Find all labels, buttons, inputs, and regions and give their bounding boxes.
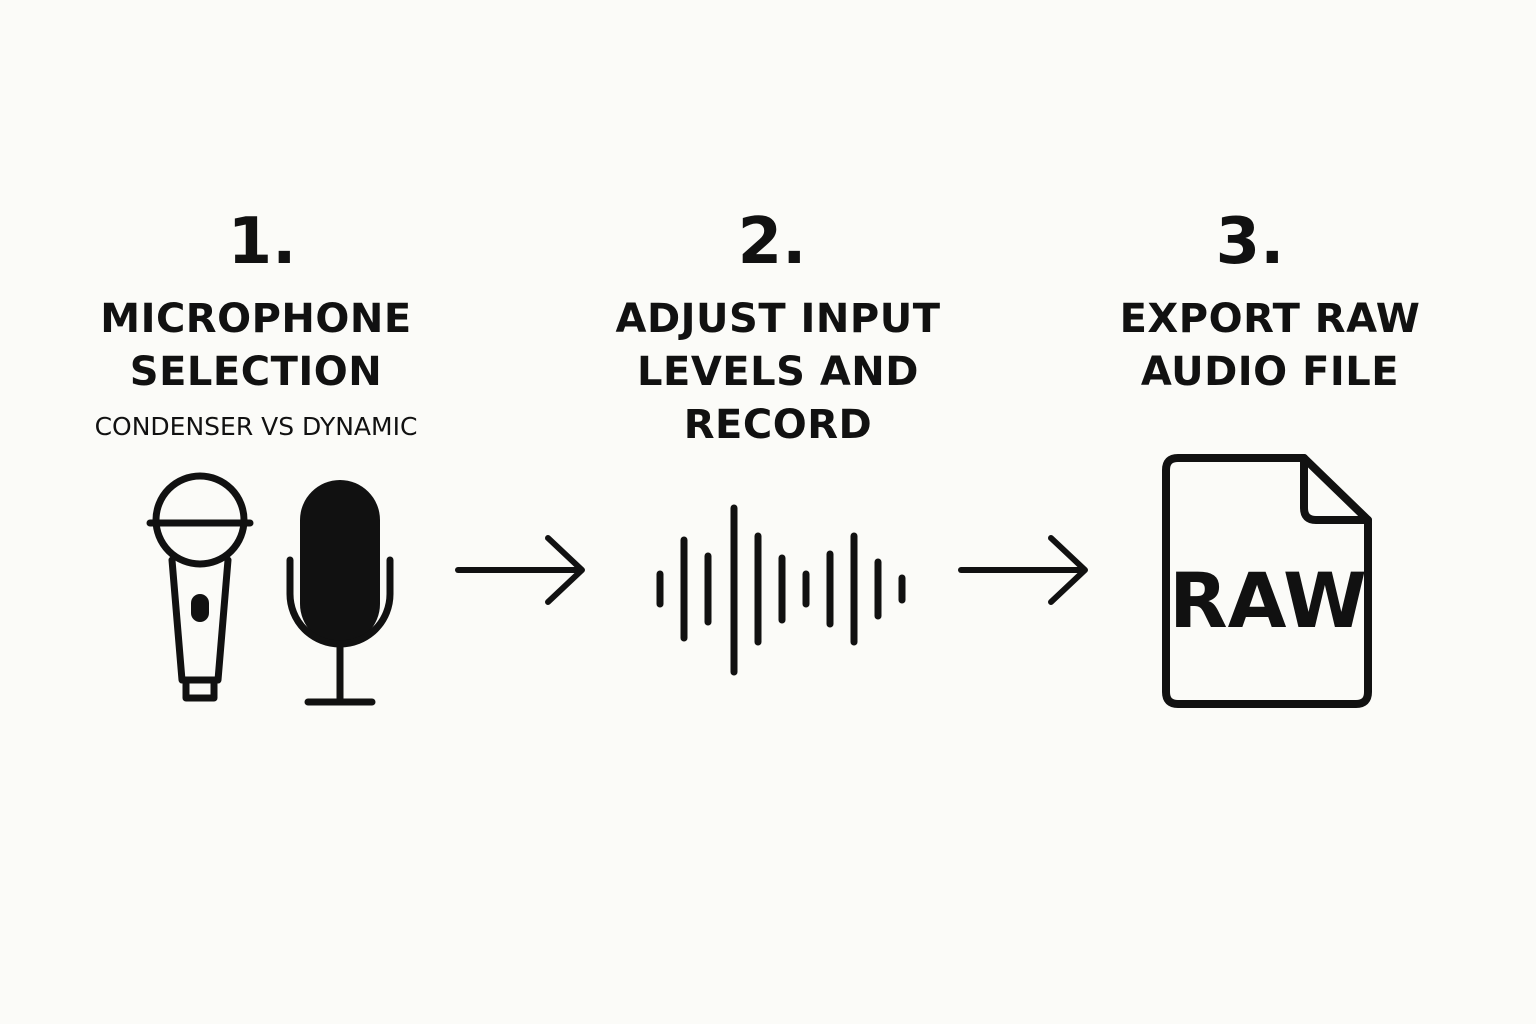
step-3-title: EXPORT RAW AUDIO FILE [1080, 293, 1460, 399]
step-2-title-line: LEVELS AND [637, 349, 919, 395]
handheld-microphone-icon [146, 472, 254, 702]
step-3-title-line: AUDIO FILE [1140, 349, 1400, 395]
sound-waveform-icon [656, 504, 906, 676]
raw-file-label: RAW [1169, 556, 1367, 645]
step-2-title-line: ADJUST INPUT [615, 296, 941, 342]
step-1-title-line: SELECTION [129, 349, 383, 395]
step-2-title: ADJUST INPUT LEVELS AND RECORD [588, 293, 968, 452]
studio-microphone-icon [286, 480, 394, 706]
step-1-number: 1. [227, 205, 297, 279]
arrow-right-icon [455, 535, 585, 605]
step-2-title-line: RECORD [683, 402, 873, 448]
step-1-subtitle: CONDENSER VS DYNAMIC [94, 412, 418, 441]
step-3-number: 3. [1215, 205, 1285, 279]
step-2-number: 2. [737, 205, 807, 279]
step-1-title: MICROPHONE SELECTION [66, 293, 446, 399]
step-3-title-line: EXPORT RAW [1119, 296, 1421, 342]
step-1-title-line: MICROPHONE [100, 296, 412, 342]
arrow-right-icon [958, 535, 1088, 605]
raw-file-icon: RAW [1162, 454, 1372, 708]
